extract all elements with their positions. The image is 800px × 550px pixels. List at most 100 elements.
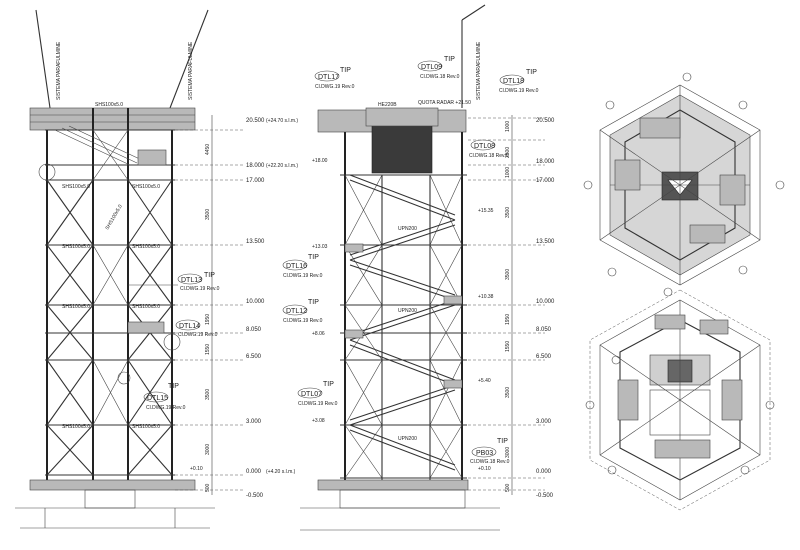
svg-text:17.000: 17.000 — [536, 178, 555, 184]
svg-text:-0.500: -0.500 — [246, 493, 264, 499]
svg-text:10.000: 10.000 — [536, 299, 555, 305]
svg-text:-0.500: -0.500 — [536, 493, 554, 499]
right-base-slab — [317, 479, 469, 491]
svg-text:TIP: TIP — [308, 299, 319, 306]
svg-text:DTL07: DTL07 — [301, 391, 322, 398]
svg-text:DTL13: DTL13 — [181, 277, 202, 284]
callout-pb03: PB03 TIP Cl.DWG.18 Rev.0 — [470, 438, 510, 465]
svg-text:+8.06: +8.06 — [312, 331, 325, 337]
svg-text:3500: 3500 — [205, 209, 211, 220]
member-label-4: SHS100x5.0 — [132, 244, 160, 250]
mid-landing — [127, 321, 165, 334]
stair-label-1: UPN200 — [398, 226, 417, 232]
svg-text:10.000: 10.000 — [246, 299, 265, 305]
right-elevation: SISTEMA PARAFULMINE HE220B QUOTA RADAR +… — [282, 4, 539, 531]
member-label-top: SHS100x5.0 — [95, 102, 123, 108]
left-base-slab — [29, 479, 196, 491]
callout-dtl18: DTL18 TIP Cl.DWG.19 Rev.0 — [499, 69, 539, 94]
rod-label-right: SISTEMA PARAFULMINE — [188, 41, 194, 100]
svg-text:17.000: 17.000 — [246, 178, 265, 184]
svg-text:18.000: 18.000 — [246, 163, 265, 169]
svg-text:1550: 1550 — [505, 341, 511, 352]
svg-text:TIP: TIP — [526, 69, 537, 76]
stair-label-3: UPN200 — [398, 436, 417, 442]
callout-dtl08: DTL08 Cl.DWG.18 Rev.0 — [469, 139, 509, 159]
svg-text:DTL18: DTL18 — [503, 78, 524, 85]
svg-text:+5.40: +5.40 — [478, 378, 491, 384]
cross-label: SHS100x5.0 — [105, 203, 124, 231]
plan-view-top — [583, 72, 785, 297]
member-label-2: SHS100x5.0 — [132, 184, 160, 190]
spot-level-left: +0.10 — [190, 466, 203, 472]
callout-dtl15: DTL15 TIP Cl.DWG.19 Rev.0 — [143, 383, 186, 411]
svg-text:DTL17: DTL17 — [318, 74, 339, 81]
detail-circle-1 — [38, 163, 56, 181]
callout-dtl09: DTL09 TIP Cl.DWG.18 Rev.0 — [417, 56, 460, 80]
svg-text:Cl.DWG.19 Rev.0: Cl.DWG.19 Rev.0 — [499, 88, 539, 94]
svg-text:8.050: 8.050 — [246, 327, 262, 333]
lightning-rod-left — [35, 9, 51, 109]
svg-text:(+4.20 s.l.m.): (+4.20 s.l.m.) — [266, 469, 296, 475]
member-label-1: SHS100x5.0 — [62, 184, 90, 190]
member-label-5: SHS100x5.0 — [62, 304, 90, 310]
svg-text:DTL16: DTL16 — [286, 263, 307, 270]
svg-text:+13.03: +13.03 — [312, 244, 328, 250]
svg-text:DTL12: DTL12 — [286, 308, 307, 315]
svg-text:TIP: TIP — [323, 381, 334, 388]
stair-label-2: UPN200 — [398, 308, 417, 314]
svg-text:3000: 3000 — [205, 444, 211, 455]
plan-view-bottom — [585, 289, 775, 511]
svg-text:1550: 1550 — [205, 344, 211, 355]
svg-text:4450: 4450 — [205, 144, 211, 155]
radar-cabin — [371, 124, 433, 174]
callout-dtl07: DTL07 TIP Cl.DWG.19 Rev.0 — [297, 381, 338, 407]
svg-text:Cl.DWG.19 Rev.0: Cl.DWG.19 Rev.0 — [283, 273, 323, 279]
left-dimension-chain: 4450 3500 1950 1550 3500 3000 500 — [175, 115, 245, 495]
callout-dtl17: DTL17 TIP Cl.DWG.19 Rev.0 — [314, 67, 355, 90]
member-label-6: SHS100x5.0 — [132, 304, 160, 310]
svg-text:(+22.20 s.l.m.): (+22.20 s.l.m.) — [266, 163, 298, 169]
svg-text:(+24.70 s.l.m.): (+24.70 s.l.m.) — [266, 118, 298, 124]
upper-stair — [54, 125, 167, 166]
svg-text:+10.38: +10.38 — [478, 294, 494, 300]
svg-text:18.000: 18.000 — [536, 159, 555, 165]
svg-text:Cl.DWG.19 Rev.0: Cl.DWG.19 Rev.0 — [283, 318, 323, 324]
left-level-markers: 20.500 (+24.70 s.l.m.) 18.000 (+22.20 s.… — [246, 118, 298, 499]
svg-text:3.000: 3.000 — [536, 419, 552, 425]
radar-level-label: QUOTA RADAR +21.50 — [418, 100, 471, 106]
svg-text:500: 500 — [505, 483, 511, 492]
svg-text:1000: 1000 — [505, 167, 511, 178]
svg-text:13.500: 13.500 — [536, 239, 555, 245]
svg-text:Cl.DWG.19 Rev.0: Cl.DWG.19 Rev.0 — [298, 401, 338, 407]
svg-text:1950: 1950 — [205, 314, 211, 325]
svg-text:DTL15: DTL15 — [147, 395, 168, 402]
lightning-rod-right — [169, 9, 209, 109]
svg-text:500: 500 — [205, 483, 211, 492]
callout-dtl13: DTL13 TIP Cl.DWG.19 Rev.0 — [128, 272, 220, 292]
callout-dtl16: DTL16 TIP Cl.DWG.19 Rev.0 — [282, 254, 323, 279]
svg-text:3500: 3500 — [205, 389, 211, 400]
svg-text:Cl.DWG.19 Rev.0: Cl.DWG.19 Rev.0 — [180, 286, 220, 292]
left-elevation: SISTEMA PARAFULMINE SISTEMA PARAFULMINE — [15, 9, 220, 529]
callout-dtl12: DTL12 TIP Cl.DWG.19 Rev.0 — [282, 299, 323, 324]
detail-circle-3 — [117, 371, 131, 385]
svg-text:TIP: TIP — [204, 272, 215, 279]
svg-text:Cl.DWG.19 Rev.0: Cl.DWG.19 Rev.0 — [146, 405, 186, 411]
callout-dtl14: DTL14 Cl.DWG.19 Rev.0 — [175, 319, 218, 338]
svg-text:20.500: 20.500 — [246, 118, 265, 124]
svg-text:Cl.DWG.18 Rev.0: Cl.DWG.18 Rev.0 — [470, 459, 510, 465]
detail-circle-2 — [163, 333, 181, 351]
member-label-3: SHS100x5.0 — [62, 244, 90, 250]
svg-text:1950: 1950 — [505, 314, 511, 325]
svg-text:DTL14: DTL14 — [179, 323, 200, 330]
svg-text:3.000: 3.000 — [246, 419, 262, 425]
svg-text:Cl.DWG.19 Rev.0: Cl.DWG.19 Rev.0 — [315, 84, 355, 90]
svg-text:+18.00: +18.00 — [312, 158, 328, 164]
svg-text:PB03: PB03 — [476, 450, 493, 457]
member-label-8: SHS100x5.0 — [132, 424, 160, 430]
right-horizontal-frames — [340, 174, 467, 479]
svg-text:Cl.DWG.19 Rev.0: Cl.DWG.19 Rev.0 — [178, 332, 218, 338]
svg-text:6.500: 6.500 — [246, 354, 262, 360]
right-x-bracing — [344, 174, 463, 479]
